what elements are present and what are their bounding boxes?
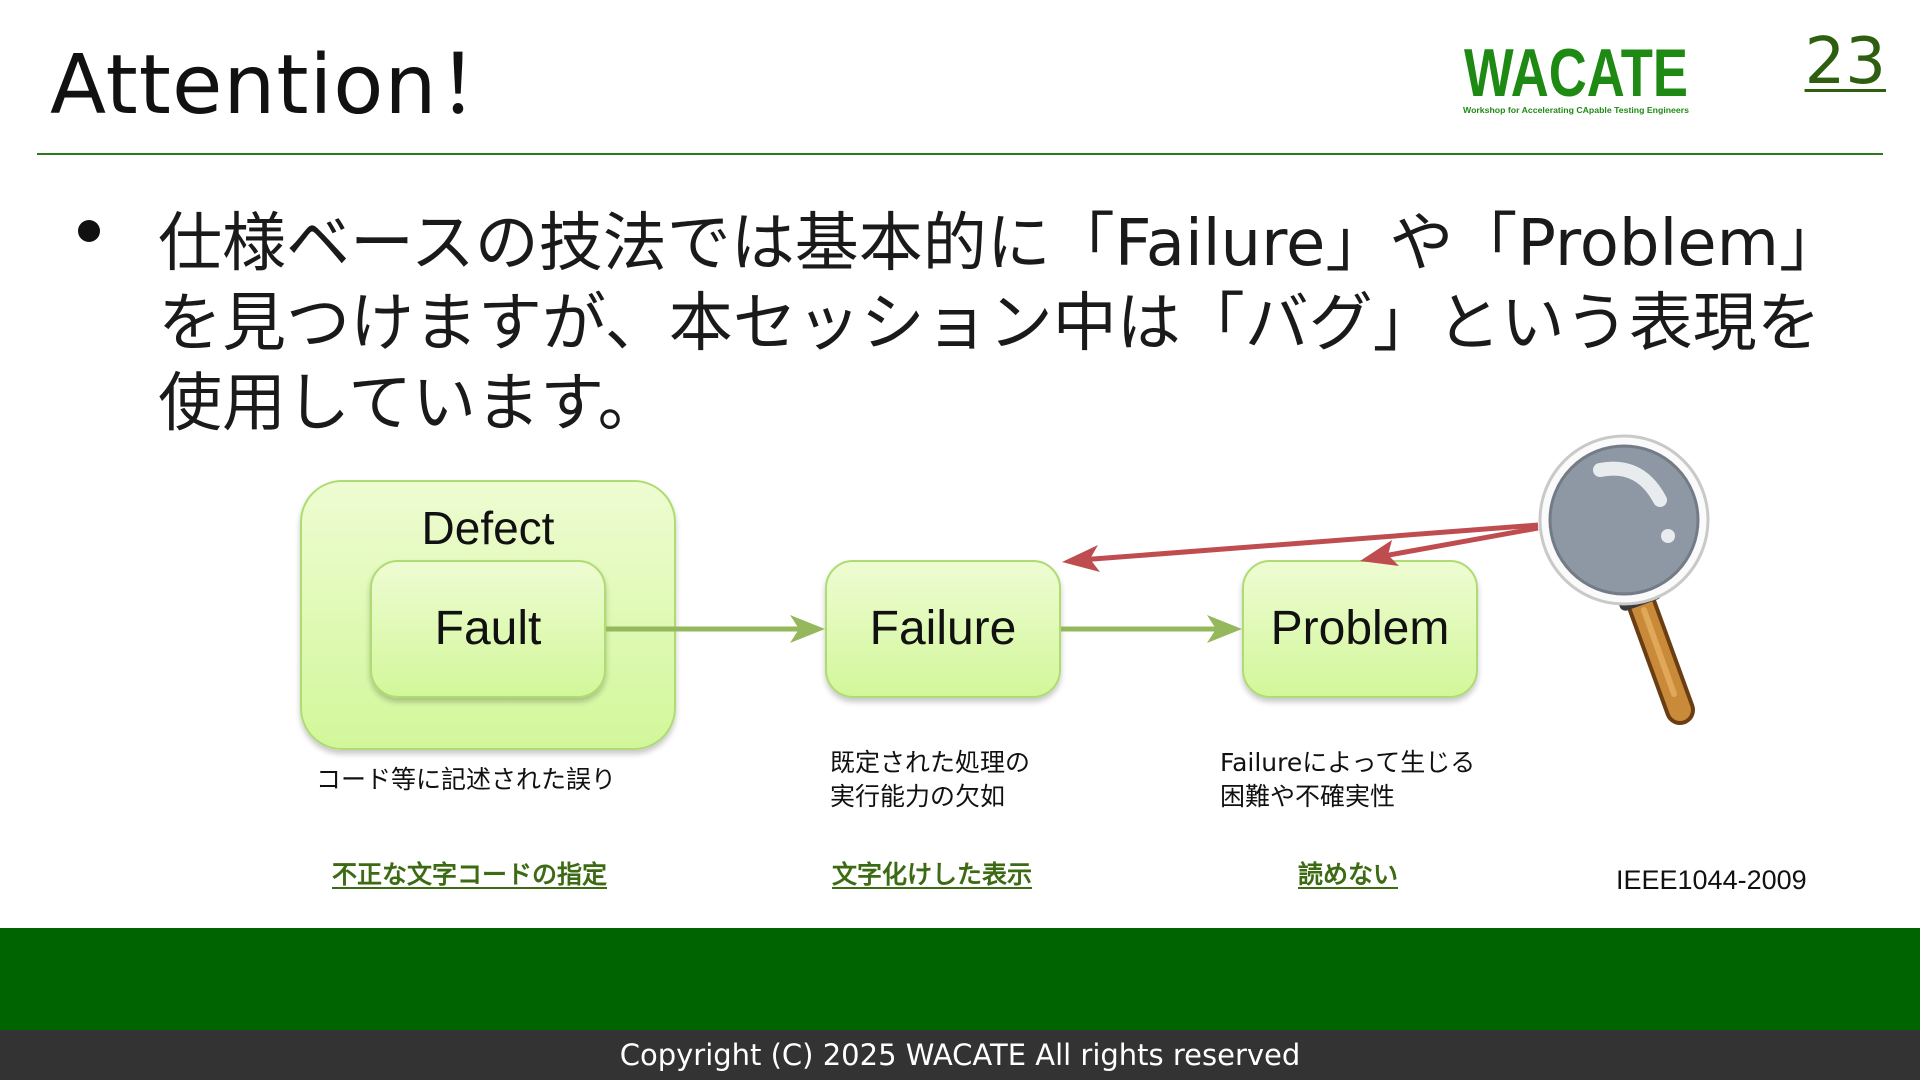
observe-failure-arrow <box>1079 522 1539 563</box>
failure-description: 既定された処理の 実行能力の欠如 <box>830 746 1030 814</box>
fault-example: 不正な文字コードの指定 <box>332 860 608 889</box>
problem-desc-line-2: 困難や不確実性 <box>1220 782 1396 811</box>
magnifying-glass-icon <box>1538 434 1710 725</box>
problem-example: 読めない <box>1298 860 1399 889</box>
observe-problem-arrow <box>1377 525 1539 560</box>
title-rule <box>37 153 1883 155</box>
page-number: 23 <box>1804 25 1886 99</box>
failure-desc-line-1: 既定された処理の <box>830 748 1031 777</box>
bullet-line-3: 使用しています。 <box>158 367 662 441</box>
fault-box <box>370 560 606 698</box>
standard-reference: IEEE1044-2009 <box>1616 865 1807 895</box>
slide-title: Attention！ <box>50 38 521 133</box>
fault-description: コード等に記述された誤り <box>316 765 617 794</box>
fault-to-failure-arrowhead <box>790 615 825 643</box>
failure-box <box>825 560 1061 698</box>
green-band <box>0 928 1920 1030</box>
logo-text: WACATE <box>1464 38 1688 111</box>
failure-to-problem-arrowhead <box>1207 615 1242 643</box>
problem-desc-line-1: Failureによって生じる <box>1220 748 1476 777</box>
failure-label: Failure <box>869 602 1017 655</box>
failure-example: 文字化けした表示 <box>832 860 1033 889</box>
wacate-logo: WACATE Workshop for Accelerating CApable… <box>1463 38 1690 115</box>
failure-desc-line-2: 実行能力の欠如 <box>830 782 1006 811</box>
problem-label: Problem <box>1270 602 1450 655</box>
observe-problem-arrowhead <box>1360 540 1399 566</box>
fault-label: Fault <box>434 602 542 655</box>
bullet-line-2: を見つけますが、本セッション中は「バグ」という表現を <box>158 287 1821 361</box>
problem-description: Failureによって生じる 困難や不確実性 <box>1220 746 1475 814</box>
bullet-line-1: 仕様ベースの技法では基本的に「Failure」や「Problem」 <box>158 207 1844 281</box>
bullet-text: 仕様ベースの技法では基本的に「Failure」や「Problem」 を見つけます… <box>158 204 1858 444</box>
footer-copyright: Copyright (C) 2025 WACATE All rights res… <box>0 1030 1920 1080</box>
logo-subtitle: Workshop for Accelerating CApable Testin… <box>1463 106 1690 115</box>
observe-failure-arrowhead <box>1062 545 1100 572</box>
bullet-dot <box>78 220 100 242</box>
defect-label: Defect <box>421 502 555 554</box>
